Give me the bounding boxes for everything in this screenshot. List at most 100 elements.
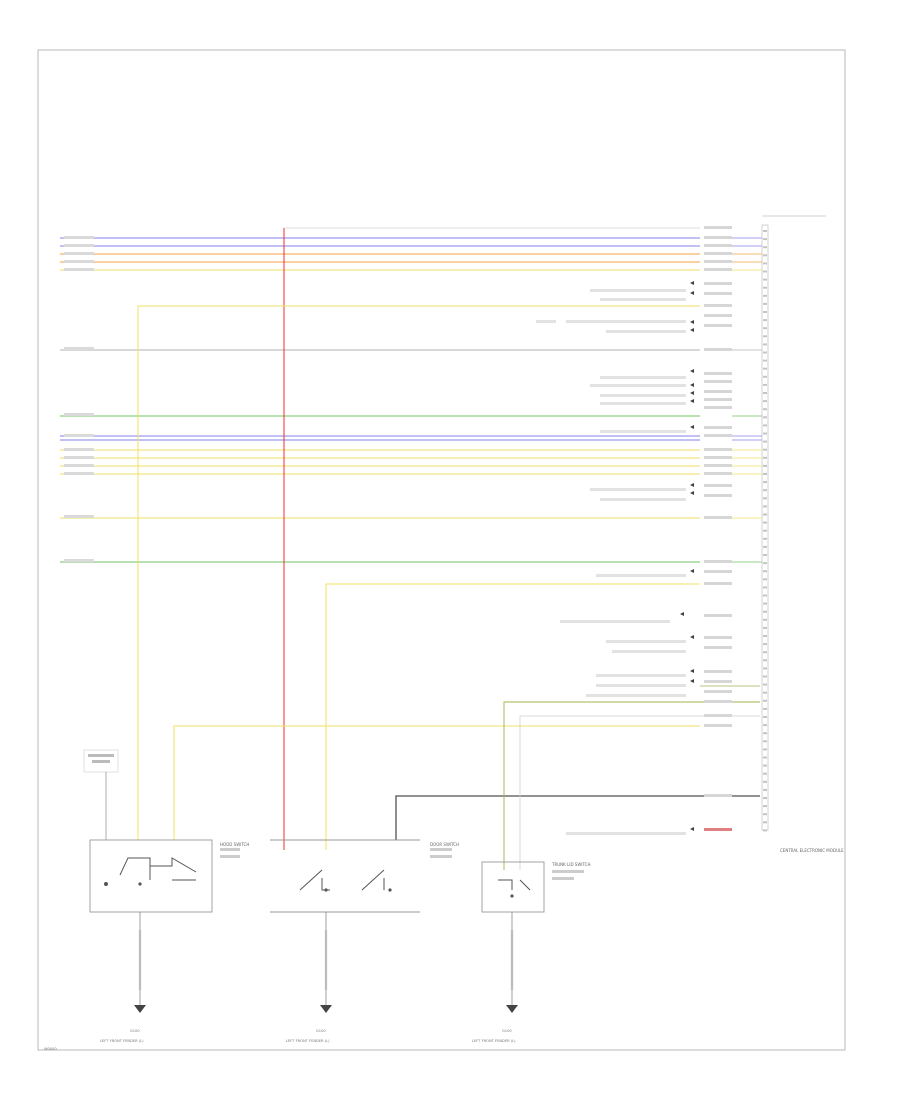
ground-symbols — [134, 930, 518, 1013]
pin-tick — [763, 667, 767, 670]
door-switch: DOOR SWITCH — [270, 839, 459, 1005]
pin-tick — [763, 756, 767, 759]
pin-tick — [763, 554, 767, 556]
right-wire-labels — [704, 226, 732, 831]
pin-tick — [763, 683, 767, 686]
dark-wire-door — [395, 795, 760, 840]
pin-tick — [763, 408, 767, 411]
pin-tick — [763, 602, 767, 605]
pin-tick — [763, 724, 767, 727]
pin-tick — [763, 343, 767, 346]
left-wire-markers — [64, 236, 94, 562]
pin-tick — [763, 375, 767, 378]
ground-sub-label-left: LEFT FRONT FENDER (L) — [100, 1039, 144, 1043]
pin-tick — [763, 327, 767, 330]
pin-tick — [763, 286, 767, 289]
pin-arrows — [680, 281, 694, 831]
pin-tick — [763, 578, 767, 581]
pin-tick — [763, 230, 767, 232]
pin-tick — [763, 505, 767, 508]
pin-tick — [763, 635, 767, 637]
hood-switch-label: HOOD SWITCH — [220, 842, 249, 847]
pin-tick — [763, 351, 767, 354]
pin-tick — [763, 805, 767, 808]
hood-switch: HOOD SWITCH — [83, 749, 249, 1005]
pin-tick — [763, 521, 767, 524]
pin-number-column — [763, 230, 767, 832]
pin-tick — [763, 262, 767, 265]
ground-sub-label-mid: LEFT FRONT FENDER (L) — [286, 1039, 330, 1043]
pin-tick — [763, 311, 767, 313]
pin-tick — [763, 432, 767, 435]
pin-tick — [763, 537, 767, 540]
module-connector — [761, 224, 769, 831]
pin-tick — [763, 651, 767, 654]
pin-tick — [763, 383, 767, 386]
pin-tick — [763, 626, 767, 629]
module-label: CENTRAL ELECTRONIC MODULE — [780, 848, 844, 853]
pin-tick — [763, 416, 767, 419]
pin-tick — [763, 456, 767, 459]
pin-tick — [763, 610, 767, 613]
vertical-wires — [137, 227, 760, 870]
pin-tick — [763, 740, 767, 743]
pin-tick — [763, 302, 767, 305]
pin-tick — [763, 829, 767, 832]
pin-tick — [763, 246, 767, 249]
pin-tick — [763, 748, 767, 751]
pin-tick — [763, 473, 767, 475]
pin-tick — [763, 529, 767, 532]
pin-tick — [763, 440, 767, 443]
pin-tick — [763, 392, 767, 394]
door-switch-label: DOOR SWITCH — [430, 842, 459, 847]
pin-tick — [763, 319, 767, 322]
pin-tick — [763, 716, 767, 718]
pin-tick — [763, 618, 767, 621]
pin-tick — [763, 586, 767, 589]
pin-tick — [763, 659, 767, 662]
pin-tick — [763, 545, 767, 548]
pin-tick — [763, 788, 767, 791]
connector-descriptions — [536, 289, 686, 835]
pin-tick — [763, 772, 767, 775]
pin-tick — [763, 481, 767, 484]
ground-label-mid: G100 — [316, 1029, 326, 1033]
pin-tick — [763, 570, 767, 573]
horizontal-wires — [60, 237, 762, 563]
pin-tick — [763, 359, 767, 362]
diagram-frame — [37, 49, 846, 1051]
pin-tick — [763, 367, 767, 370]
pin-tick — [763, 707, 767, 710]
ground-label-left: G100 — [130, 1029, 140, 1033]
olive-wire-trunk — [503, 701, 760, 870]
yellow-wire-door — [325, 583, 700, 850]
pin-tick — [763, 562, 767, 565]
pin-tick — [763, 813, 767, 816]
pin-tick — [763, 764, 767, 767]
pin-tick — [763, 278, 767, 281]
pin-tick — [763, 797, 767, 799]
pin-tick — [763, 335, 767, 338]
pin-tick — [763, 594, 767, 597]
pin-tick — [763, 675, 767, 678]
pin-tick — [763, 294, 767, 297]
ground-labels: G100 LEFT FRONT FENDER (L) G100 LEFT FRO… — [100, 1029, 516, 1043]
pin-tick — [763, 238, 767, 241]
pin-tick — [763, 513, 767, 516]
pin-tick — [763, 643, 767, 646]
pin-tick — [763, 254, 767, 257]
trunk-switch-label: TRUNK LID SWITCH — [551, 862, 590, 867]
yellow-wire-hood-2 — [173, 725, 700, 840]
pin-tick — [763, 400, 767, 403]
pin-tick — [763, 732, 767, 735]
ground-sub-label-right: LEFT FRONT FENDER (L) — [472, 1039, 516, 1043]
pin-tick — [763, 497, 767, 500]
ground-label-right: G100 — [502, 1029, 512, 1033]
pin-tick — [763, 270, 767, 273]
pin-tick — [763, 691, 767, 694]
pin-tick — [763, 489, 767, 492]
yellow-wire-hood — [137, 305, 700, 840]
trunk-switch: TRUNK LID SWITCH — [481, 861, 590, 1005]
pin-tick — [763, 424, 767, 427]
